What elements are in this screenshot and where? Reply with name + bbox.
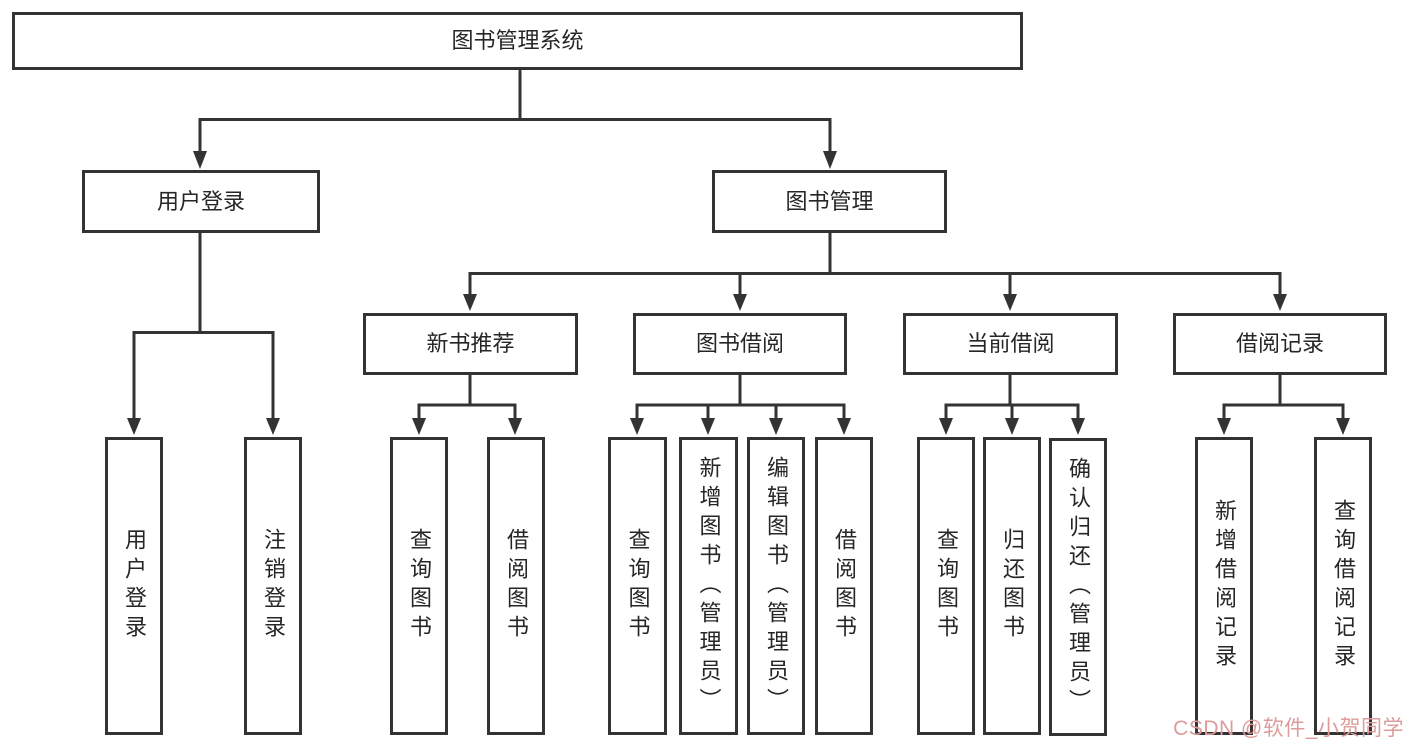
- connector-book-borrowing-children: [630, 375, 851, 435]
- leaf-query-books-current: 查询图书: [917, 437, 975, 735]
- node-user-login: 用户登录: [82, 170, 320, 233]
- connector-new-book-recommendation-children: [412, 375, 522, 435]
- csdn-watermark: CSDN @软件_小贺同学: [1173, 717, 1404, 740]
- connector-current-borrowing-children: [939, 375, 1085, 435]
- leaf-return-books: 归还图书: [983, 437, 1041, 735]
- node-current-borrowing: 当前借阅: [903, 313, 1118, 375]
- leaf-add-books-admin: 新增图书（管理员）: [679, 437, 738, 735]
- leaf-user-login: 用户登录: [105, 437, 163, 735]
- leaf-query-books-borrowing: 查询图书: [608, 437, 667, 735]
- node-borrowing-records: 借阅记录: [1173, 313, 1387, 375]
- leaf-query-borrow-record: 查询借阅记录: [1314, 437, 1372, 735]
- leaf-confirm-return-admin: 确认归还（管理员）: [1049, 438, 1107, 736]
- node-root-system: 图书管理系统: [12, 12, 1023, 70]
- connector-user-login-children: [127, 233, 280, 435]
- leaf-edit-books-admin: 编辑图书（管理员）: [747, 437, 805, 735]
- leaf-add-borrow-record: 新增借阅记录: [1195, 437, 1253, 735]
- node-book-borrowing: 图书借阅: [633, 313, 847, 375]
- connector-borrowing-records-children: [1217, 375, 1350, 435]
- node-new-book-recommendation: 新书推荐: [363, 313, 578, 375]
- node-book-management: 图书管理: [712, 170, 947, 233]
- connector-book-management-children: [463, 233, 1287, 311]
- leaf-borrow-books-borrowing: 借阅图书: [815, 437, 873, 735]
- leaf-query-books-recommend: 查询图书: [390, 437, 448, 735]
- leaf-borrow-books-recommend: 借阅图书: [487, 437, 545, 735]
- leaf-logout-login: 注销登录: [244, 437, 302, 735]
- connector-root-to-level2: [193, 70, 837, 169]
